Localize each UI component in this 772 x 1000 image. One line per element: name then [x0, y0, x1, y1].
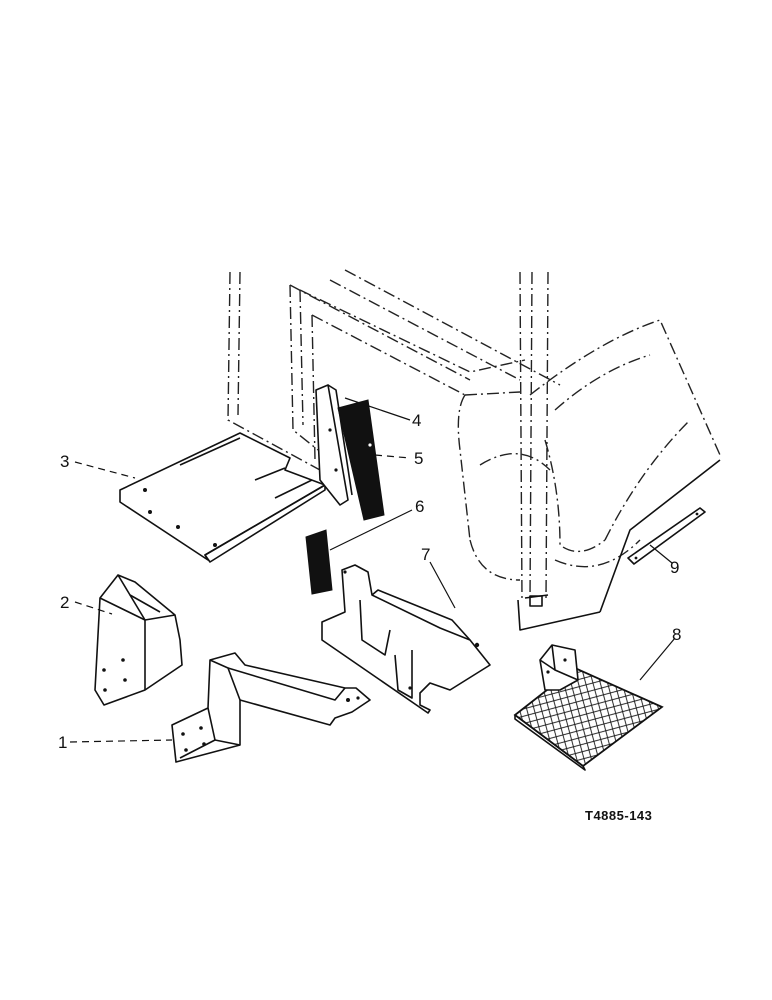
part-6-small-dark-strip [305, 529, 333, 595]
callout-9: 9 [670, 558, 679, 577]
part-7-side-panel [321, 564, 491, 714]
part-4-vertical-bracket [315, 384, 353, 506]
part-1-arm-bracket [171, 652, 371, 763]
leader-8 [639, 637, 676, 681]
callout-5: 5 [414, 449, 423, 468]
leader-5 [374, 454, 411, 459]
leader-lines [69, 397, 676, 743]
callout-2: 2 [60, 593, 69, 612]
part-3-floor-plate [119, 432, 326, 563]
callout-6: 6 [415, 497, 424, 516]
figure-reference: T4885-143 [585, 808, 652, 823]
cab-phantom-outline [227, 269, 721, 631]
leader-4 [344, 397, 411, 421]
part-2-support-bracket [94, 574, 183, 706]
callout-8: 8 [672, 625, 681, 644]
part-9-small-strip [627, 507, 706, 565]
callout-4: 4 [412, 411, 421, 430]
leader-6 [329, 509, 413, 551]
callout-7: 7 [421, 545, 430, 564]
callout-1: 1 [58, 733, 67, 752]
part-8-mesh-step [513, 644, 664, 771]
leader-1 [69, 739, 173, 743]
leader-2 [74, 601, 113, 615]
leader-9 [649, 544, 673, 564]
callout-labels: 1 2 3 4 5 6 7 8 9 [58, 411, 681, 752]
leader-7 [429, 561, 456, 609]
leader-3 [74, 461, 136, 479]
callout-3: 3 [60, 452, 69, 471]
